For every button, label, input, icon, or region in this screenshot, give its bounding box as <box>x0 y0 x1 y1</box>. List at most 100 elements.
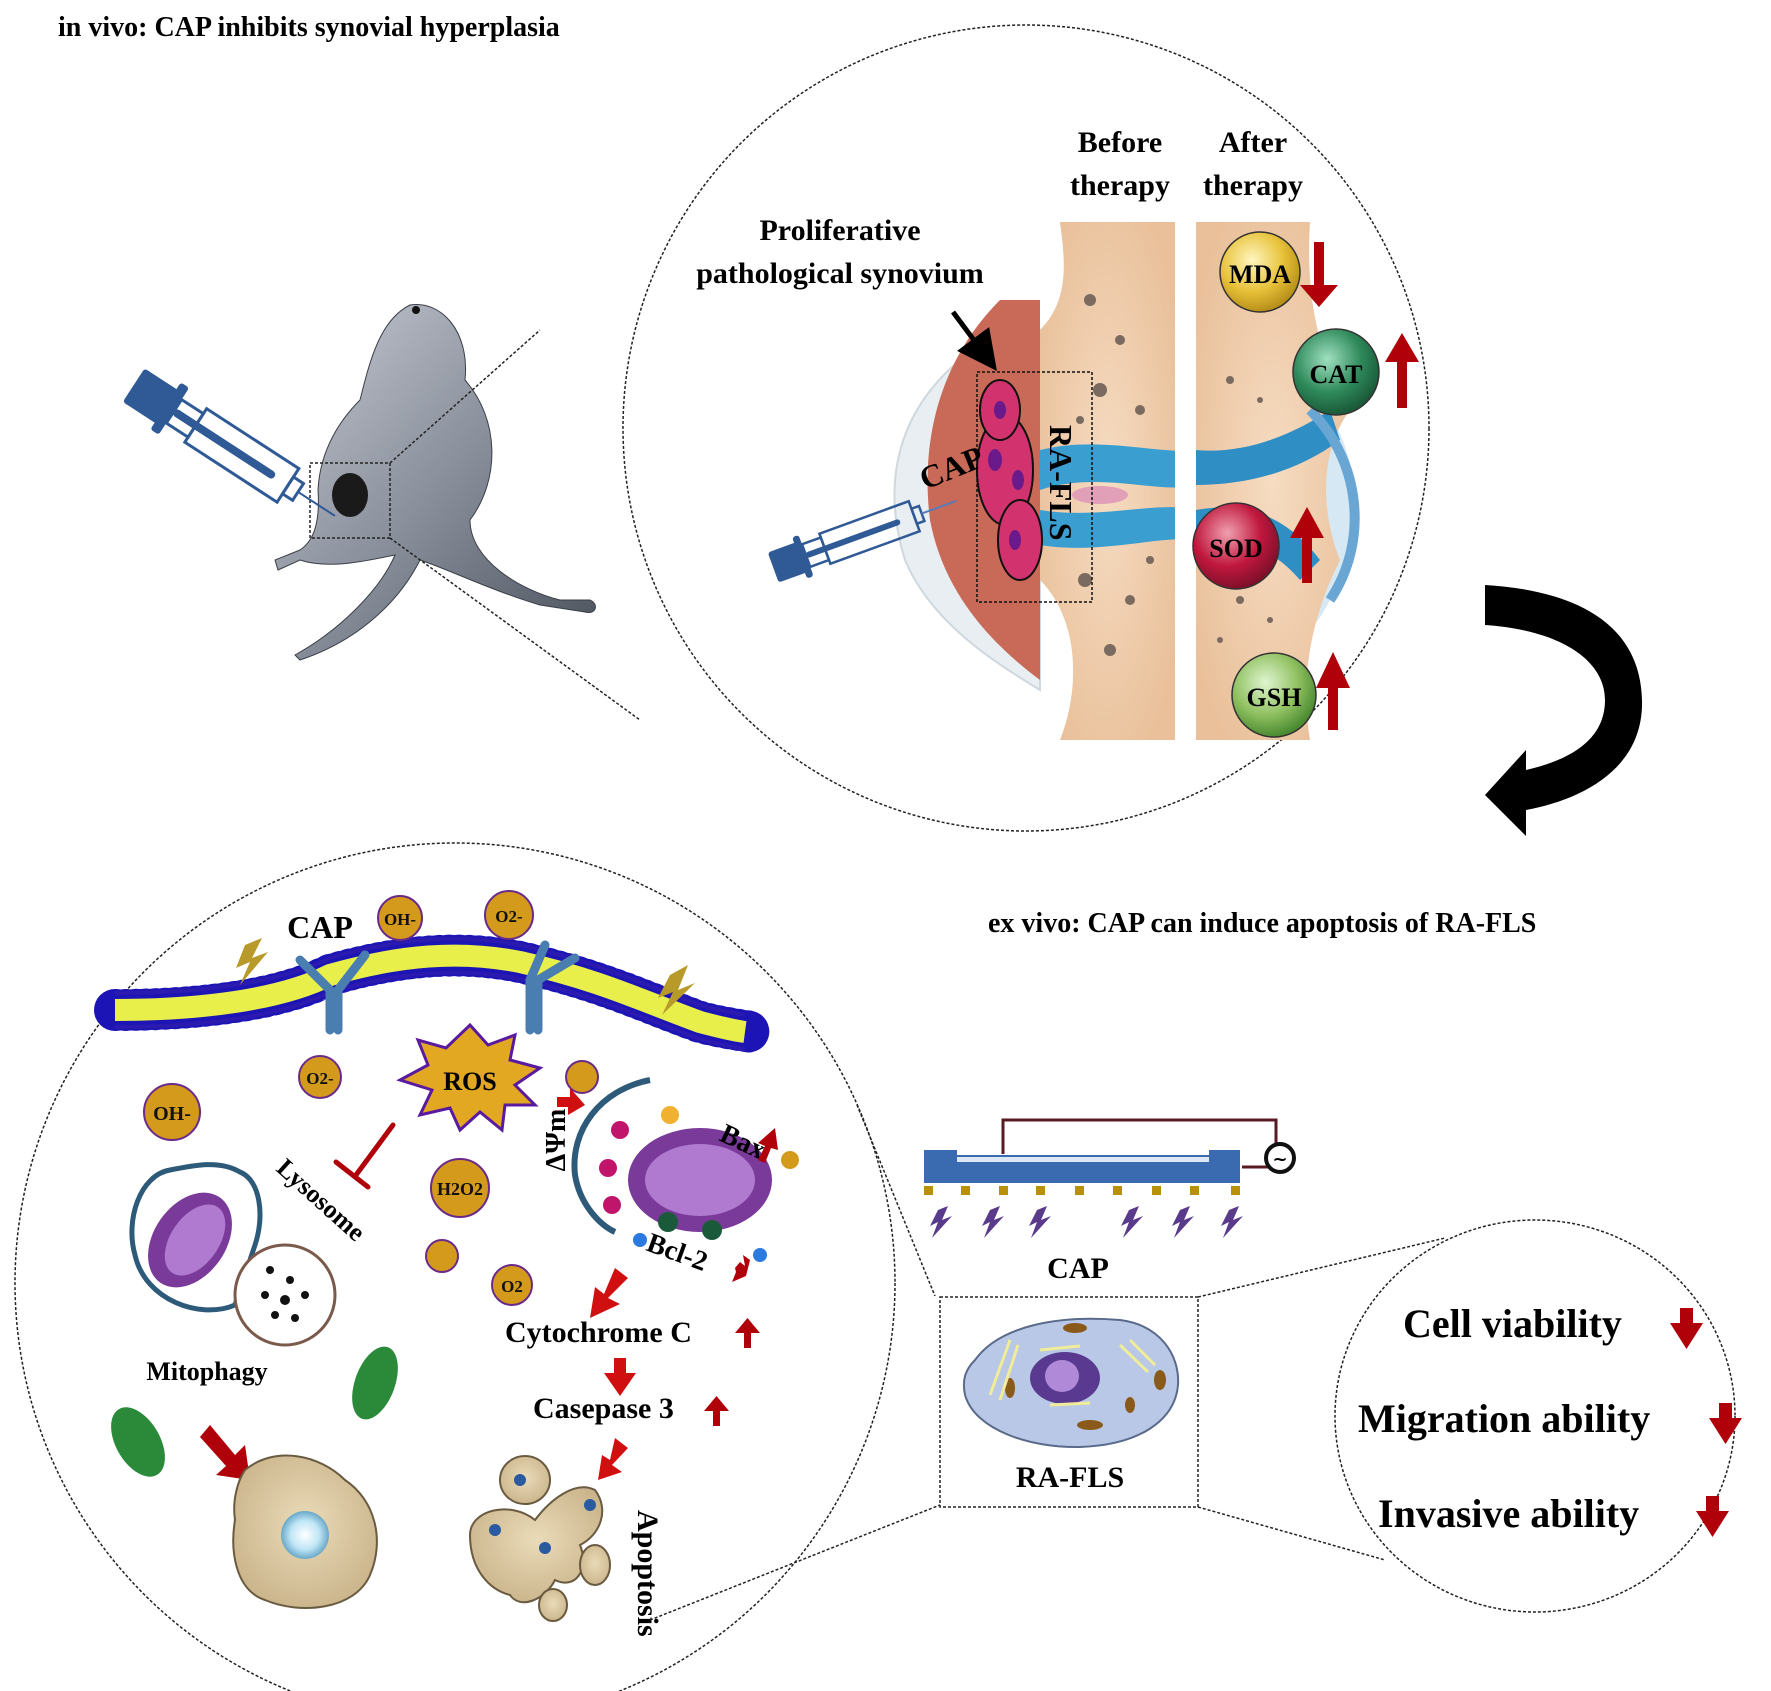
outcome-invasive-ability: Invasive ability <box>1378 1491 1729 1537</box>
marker-label: MDA <box>1229 260 1291 289</box>
svg-text:OH-: OH- <box>153 1103 191 1125</box>
arrow-down-icon <box>1709 1403 1742 1444</box>
plasma-spark-icon <box>236 938 695 1015</box>
arrow-down-icon <box>1670 1308 1703 1349</box>
ion-oh-top: OH- <box>377 895 423 941</box>
svg-text:O2: O2 <box>501 1277 523 1296</box>
caspase-label: Casepase 3 <box>533 1392 674 1425</box>
apoptotic-cell-illustration <box>468 1455 611 1622</box>
arrow-up-icon <box>1316 652 1350 730</box>
after-therapy-label-1: After <box>1219 126 1287 159</box>
ros-burst: ROS <box>396 1022 544 1133</box>
arrow-down-icon <box>604 1358 636 1396</box>
ion-particle <box>565 1060 599 1094</box>
ra-fls-region-box <box>976 371 1093 603</box>
marker-label: SOD <box>1209 534 1262 563</box>
svg-text:O2-: O2- <box>495 907 523 926</box>
mechanism-zoom-circle <box>14 842 896 1691</box>
receptor-icon <box>295 940 580 1035</box>
ra-fls-label: RA-FLS <box>1043 425 1079 541</box>
outcomes-zoom-circle <box>1334 1219 1736 1613</box>
svg-text:OH-: OH- <box>384 910 416 929</box>
plasma-discharge-icon <box>930 1206 1243 1238</box>
marker-cat: CAT <box>1292 328 1419 416</box>
device-cap-label: CAP <box>1047 1252 1109 1285</box>
ion-o2-low: O2 <box>491 1264 533 1306</box>
cap-device-illustration: ~ <box>924 1118 1296 1238</box>
ac-source-icon <box>1264 1142 1296 1174</box>
arrow-down-icon <box>1300 242 1338 307</box>
outcome-label: Cell viability <box>1403 1301 1622 1346</box>
arrow-down-icon <box>1696 1496 1729 1537</box>
curved-flow-arrow <box>1485 585 1643 836</box>
svg-text:H2O2: H2O2 <box>437 1179 483 1199</box>
synovium-label-2: pathological synovium <box>696 257 984 290</box>
ion-h2o2: H2O2 <box>430 1158 490 1218</box>
delta-psi-label: ΔΨm <box>541 1109 572 1172</box>
synovium-label-1: Proliferative <box>759 214 920 247</box>
bcl2-particle <box>753 1248 767 1262</box>
mitophagy-label: Mitophagy <box>146 1357 267 1386</box>
arrow-down-icon <box>732 1255 750 1282</box>
ion-o2-top: O2- <box>484 890 534 940</box>
ac-symbol: ~ <box>1272 1149 1287 1170</box>
bax-particle <box>781 1151 799 1169</box>
marker-gsh: GSH <box>1231 652 1350 738</box>
bax-particle <box>661 1106 679 1124</box>
outcome-label: Migration ability <box>1358 1396 1650 1441</box>
marker-label: CAT <box>1310 360 1363 389</box>
mitochondrion-large <box>628 1128 772 1232</box>
zoom-line <box>389 537 641 721</box>
syringe-icon <box>123 369 336 517</box>
cytochrome-particles <box>599 1121 629 1214</box>
arrow-icon <box>598 1438 628 1480</box>
electrode-pins <box>924 1186 1240 1195</box>
marker-label: GSH <box>1247 683 1302 712</box>
ion-oh-left: OH- <box>143 1083 201 1141</box>
marker-mda: MDA <box>1219 231 1338 313</box>
arrow-up-icon <box>704 1396 729 1426</box>
ion-o2-mid: O2- <box>298 1055 342 1099</box>
in-vivo-title: in vivo: CAP inhibits synovial hyperplas… <box>58 12 560 43</box>
membrane-arc <box>571 1077 651 1235</box>
apoptosis-label: Apoptosis <box>631 1510 664 1637</box>
arrow-up-icon <box>1290 507 1324 583</box>
cell-illustration <box>232 1454 378 1609</box>
zoom-line <box>1197 1506 1386 1561</box>
outcome-migration-ability: Migration ability <box>1358 1396 1742 1444</box>
arrow-up-icon <box>758 1128 778 1163</box>
outcome-cell-viability: Cell viability <box>1403 1301 1703 1349</box>
circuit-wire <box>1001 1118 1278 1169</box>
syringe-icon <box>768 499 957 582</box>
mouse-illustration <box>274 303 596 661</box>
cell-membrane <box>94 934 770 1053</box>
zoom-line <box>389 329 541 464</box>
cytochrome-label: Cytochrome C <box>505 1316 692 1349</box>
marker-sod: SOD <box>1192 502 1324 590</box>
after-therapy-label-2: therapy <box>1203 169 1303 202</box>
arrow-icon <box>557 1088 585 1115</box>
arrow-up-icon <box>1385 333 1419 408</box>
arrow-up-icon <box>735 1318 760 1348</box>
mitochondrion-icon <box>111 1346 398 1477</box>
ros-label: ROS <box>443 1067 496 1096</box>
svg-text:O2-: O2- <box>306 1069 334 1088</box>
inhibition-icon <box>333 1122 396 1190</box>
zoom-line <box>856 1104 936 1297</box>
before-therapy-label-2: therapy <box>1070 169 1170 202</box>
ion-particle <box>425 1239 459 1273</box>
zoom-line <box>1197 1237 1446 1298</box>
arrow-icon <box>200 1425 250 1480</box>
device-cell-label: RA-FLS <box>1016 1461 1124 1494</box>
bcl2-particle <box>633 1233 647 1247</box>
outcome-label: Invasive ability <box>1378 1491 1639 1536</box>
zoom-line <box>649 1504 941 1621</box>
ra-fls-cell-cluster <box>976 379 1043 581</box>
autophagosome-illustration <box>129 1162 337 1347</box>
mechanism-cap-label: CAP <box>287 909 353 945</box>
before-therapy-label-1: Before <box>1078 126 1162 159</box>
ex-vivo-title: ex vivo: CAP can induce apoptosis of RA-… <box>988 908 1536 939</box>
bcl2-complex <box>658 1212 722 1240</box>
fibroblast-cell-illustration <box>962 1317 1180 1449</box>
